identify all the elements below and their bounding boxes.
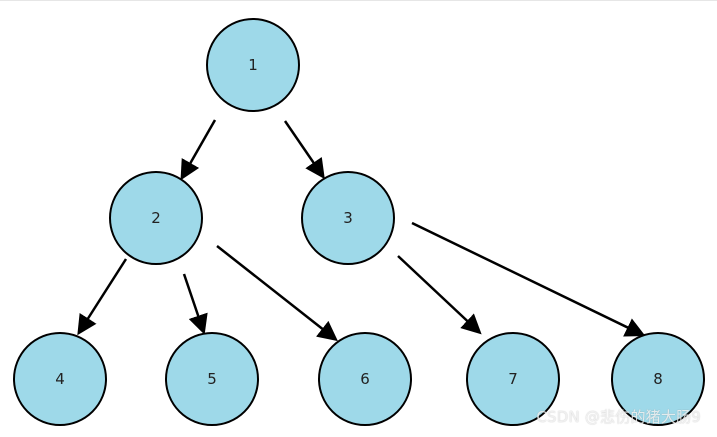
node-label-5: 5: [207, 370, 217, 388]
node-label-7: 7: [508, 370, 518, 388]
tree-node-8: 8: [611, 332, 705, 426]
edge-1-to-3: [283, 120, 325, 180]
node-circle-8: [611, 332, 705, 426]
node-label-4: 4: [55, 370, 65, 388]
node-circle-2: [109, 171, 203, 265]
node-circle-5: [165, 332, 259, 426]
node-circle-7: [466, 332, 560, 426]
node-label-3: 3: [343, 209, 353, 227]
node-circle-6: [318, 332, 412, 426]
node-label-8: 8: [653, 370, 663, 388]
edges-group: [77, 119, 646, 342]
node-circle-1: [206, 18, 300, 112]
node-label-2: 2: [151, 209, 161, 227]
watermark-text: CSDN @悲伤的猪大肠9: [536, 408, 701, 426]
node-label-1: 1: [248, 56, 258, 74]
edge-3-to-8: [411, 221, 646, 337]
edge-3-to-7: [397, 255, 482, 335]
tree-node-2: 2: [109, 171, 203, 265]
tree-node-7: 7: [466, 332, 560, 426]
tree-node-1: 1: [206, 18, 300, 112]
tree-node-5: 5: [165, 332, 259, 426]
top-border: [0, 0, 717, 1]
node-label-6: 6: [360, 370, 370, 388]
edge-2-to-4: [77, 258, 128, 336]
tree-node-4: 4: [13, 332, 107, 426]
edge-2-to-5: [182, 273, 208, 335]
node-circle-4: [13, 332, 107, 426]
nodes-group: 1 2 3 4 5 6 7 8: [13, 18, 705, 426]
tree-node-6: 6: [318, 332, 412, 426]
edge-2-to-6: [216, 245, 338, 342]
node-circle-3: [301, 171, 395, 265]
tree-node-3: 3: [301, 171, 395, 265]
edge-1-to-2: [180, 119, 217, 181]
